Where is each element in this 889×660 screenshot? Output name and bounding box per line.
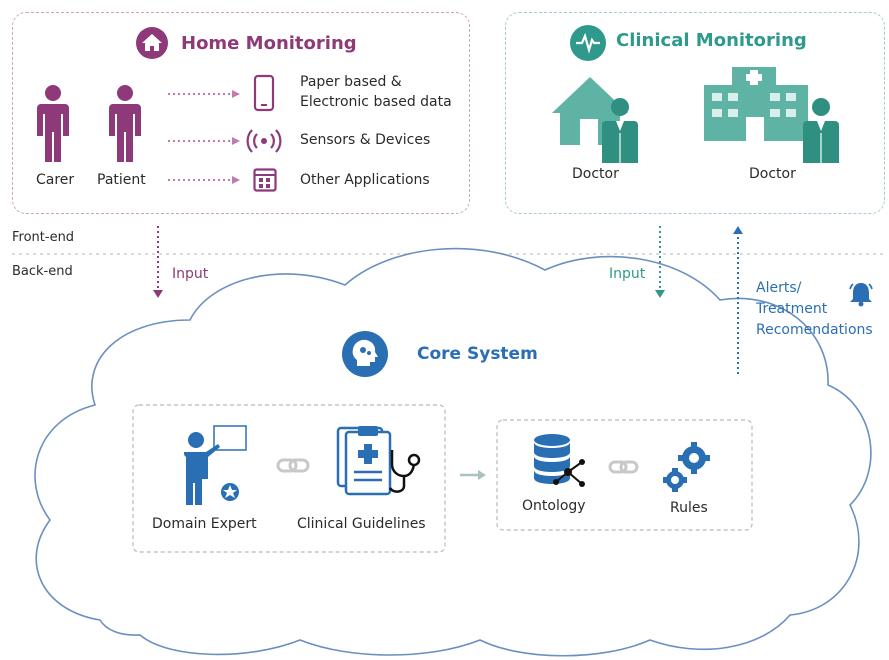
mobile-phone-icon	[253, 74, 275, 112]
back-end-label: Back-end	[12, 264, 73, 279]
knowledge-box	[132, 404, 446, 553]
patient-label: Patient	[97, 172, 146, 188]
core-cloud	[34, 247, 872, 657]
brain-head-icon	[342, 331, 388, 377]
front-end-label: Front-end	[12, 230, 75, 245]
domain-expert-label: Domain Expert	[152, 516, 257, 532]
input-label-home: Input	[172, 266, 209, 282]
rules-label: Rules	[670, 500, 708, 516]
ontology-label: Ontology	[522, 498, 586, 514]
alerts-label: Alerts/ Treatment Recomendations	[756, 280, 873, 338]
data-source-apps: Other Applications	[300, 172, 430, 188]
sensor-signal-icon	[246, 129, 282, 153]
link-icon-1	[276, 458, 310, 473]
carer-person-icon	[37, 85, 69, 162]
core-system-title: Core System	[417, 344, 538, 364]
domain-expert-icon	[183, 425, 247, 505]
home-monitoring-title: Home Monitoring	[181, 33, 357, 54]
bell-icon	[849, 283, 873, 307]
clinical-monitoring-panel	[505, 12, 885, 214]
home-icon	[136, 27, 168, 59]
carer-label: Carer	[36, 172, 75, 188]
patient-person-icon	[109, 85, 141, 162]
rules-gears-icon	[663, 442, 710, 492]
engine-box	[496, 419, 753, 531]
hospital-doctor-icon	[704, 67, 839, 163]
doctor-label-2: Doctor	[749, 166, 796, 182]
link-icon-2	[608, 460, 639, 474]
input-label-clinical: Input	[609, 266, 646, 282]
heartbeat-icon	[570, 25, 606, 61]
data-source-sensors: Sensors & Devices	[300, 132, 431, 148]
data-source-paper: Paper based & Electronic based data	[300, 74, 452, 110]
clinical-monitoring-title: Clinical Monitoring	[616, 30, 807, 51]
clinical-guidelines-icon	[336, 426, 421, 496]
ontology-database-icon	[534, 434, 585, 487]
home-monitoring-panel	[12, 12, 470, 214]
apps-grid-icon	[253, 168, 277, 192]
doctor-label-1: Doctor	[572, 166, 619, 182]
clinical-guidelines-label: Clinical Guidelines	[297, 516, 426, 532]
house-doctor-icon	[552, 77, 638, 163]
